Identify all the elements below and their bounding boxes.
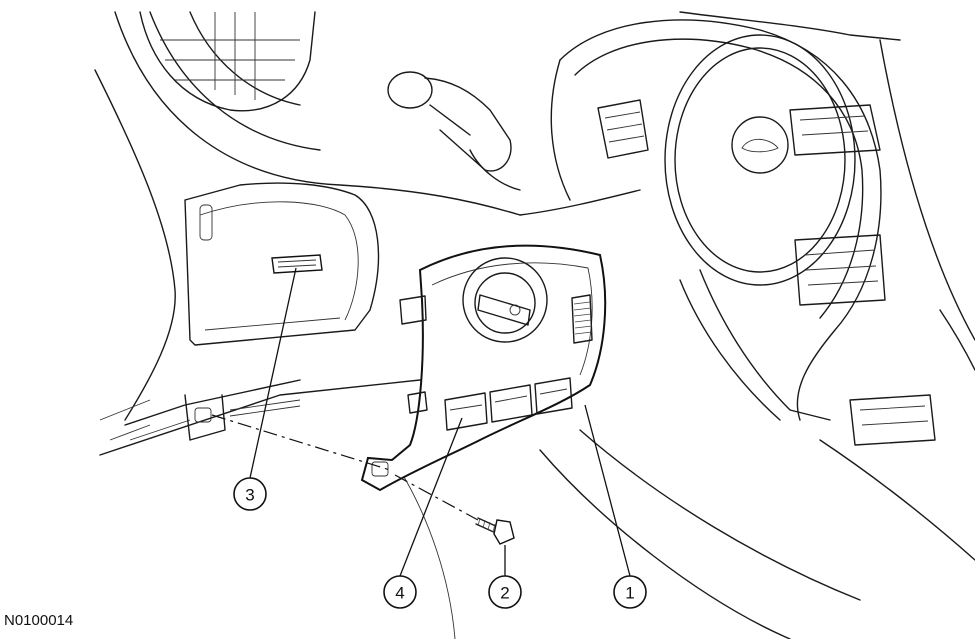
steering-wheel	[550, 19, 882, 421]
callout-3-label: 3	[245, 486, 254, 505]
callout-4: 4	[383, 575, 417, 609]
leader-lines	[249, 267, 631, 577]
center-stack	[679, 11, 975, 446]
callout-1: 1	[613, 575, 647, 609]
switch-panel-trim	[360, 244, 607, 492]
air-vent	[139, 11, 316, 112]
panel-opening	[184, 182, 380, 346]
electrical-connector	[271, 254, 323, 274]
turn-signal-stalk	[387, 71, 521, 191]
callout-1-label: 1	[625, 584, 634, 603]
installation-path-line-screw	[394, 474, 479, 521]
console-floor-lines	[399, 429, 975, 639]
figure-id: N0100014	[4, 612, 74, 629]
screw	[475, 517, 515, 545]
callout-2-label: 2	[500, 584, 509, 603]
callout-4-label: 4	[395, 584, 404, 603]
installation-path-line	[211, 414, 391, 471]
callout-2: 2	[488, 575, 522, 609]
callout-3: 3	[233, 477, 267, 511]
